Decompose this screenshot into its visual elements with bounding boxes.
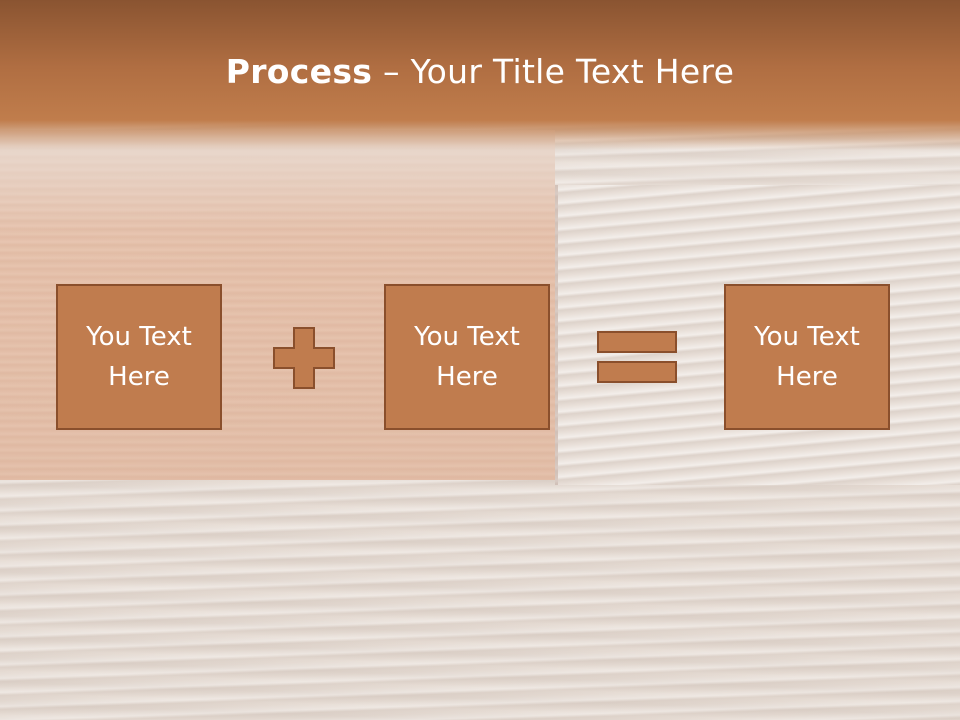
plus-icon: [273, 327, 335, 389]
slide-title-rest: – Your Title Text Here: [372, 52, 735, 91]
slide-title: Process – Your Title Text Here: [0, 52, 960, 91]
process-step-box-2[interactable]: You Text Here: [384, 284, 550, 430]
process-step-label-1: You Text Here: [86, 322, 192, 392]
process-step-label-2: You Text Here: [414, 322, 520, 392]
equals-icon: [597, 331, 677, 383]
slide-title-bold: Process: [225, 52, 373, 91]
process-step-box-3[interactable]: You Text Here: [724, 284, 890, 430]
process-step-label-3: You Text Here: [754, 322, 860, 392]
process-step-box-1[interactable]: You Text Here: [56, 284, 222, 430]
header-band: [0, 0, 960, 150]
